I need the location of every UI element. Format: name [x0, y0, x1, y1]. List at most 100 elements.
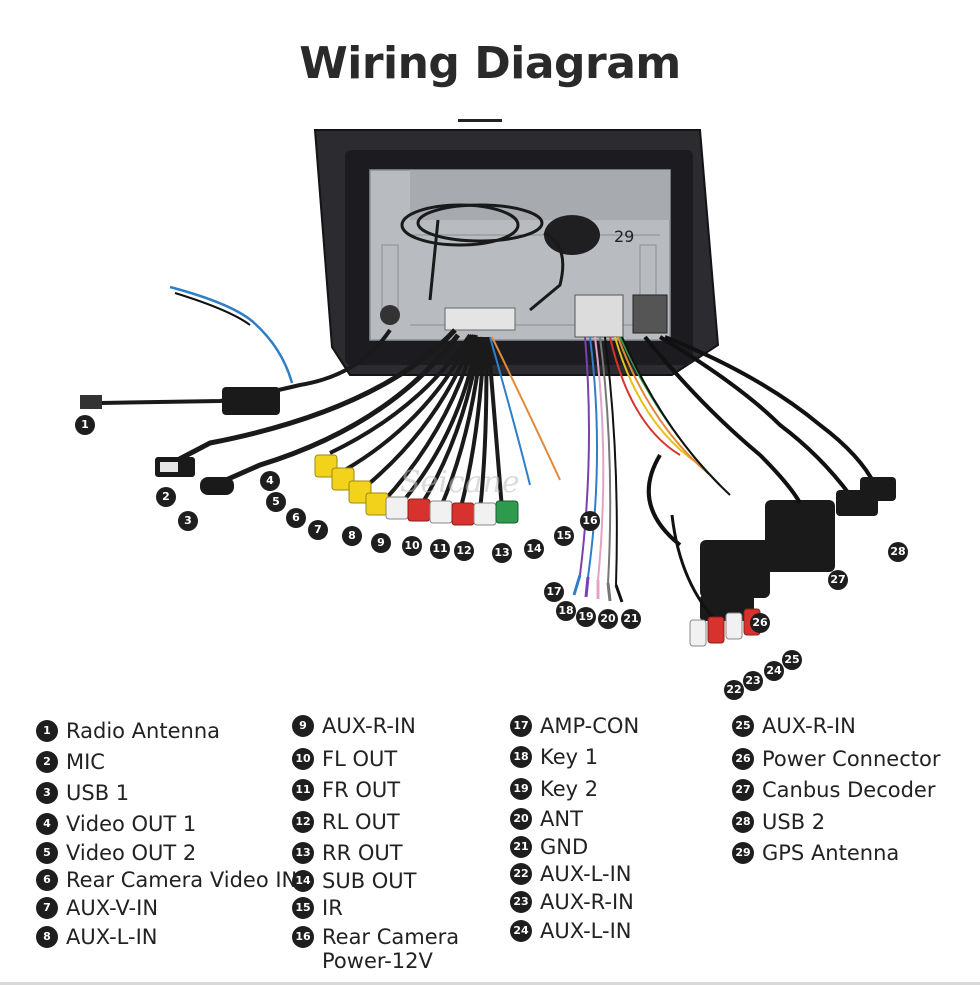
- title-underline: [458, 119, 502, 122]
- legend-label: Power Connector: [762, 747, 941, 771]
- diagram-badge-11: 11: [430, 539, 450, 559]
- legend-label: FL OUT: [322, 747, 398, 771]
- diagram-badge-23: 23: [743, 671, 763, 691]
- legend-label: SUB OUT: [322, 869, 417, 893]
- legend-number: 2: [36, 751, 58, 773]
- legend-number: 15: [292, 897, 314, 919]
- legend-number: 19: [510, 778, 532, 800]
- legend-label: Canbus Decoder: [762, 778, 936, 802]
- diagram-badge-5: 5: [266, 492, 286, 512]
- legend-label: USB 2: [762, 810, 826, 834]
- rca-plugs: [314, 454, 519, 526]
- legend-number: 25: [732, 715, 754, 737]
- gps-antenna-marker: 29: [614, 227, 635, 246]
- diagram-badge-9: 9: [371, 533, 391, 553]
- legend-number: 3: [36, 782, 58, 804]
- legend-number: 17: [510, 715, 532, 737]
- diagram-badge-16: 16: [580, 511, 600, 531]
- legend-number: 11: [292, 779, 314, 801]
- legend-number: 10: [292, 748, 314, 770]
- multi-pin-connector: [444, 307, 516, 331]
- diagram-badge-15: 15: [554, 526, 574, 546]
- legend-item: 16 Rear Camera Power-12V: [292, 925, 459, 973]
- legend-label: Key 2: [540, 777, 599, 801]
- power-connector: [700, 540, 770, 598]
- legend-item: 10 FL OUT: [292, 747, 397, 771]
- legend-number: 4: [36, 813, 58, 835]
- diagram-badge-13: 13: [492, 543, 512, 563]
- legend-item: 17 AMP-CON: [510, 714, 639, 738]
- legend-label: Video OUT 1: [66, 812, 197, 836]
- legend-number: 5: [36, 842, 58, 864]
- legend-number: 24: [510, 920, 532, 942]
- legend-number: 16: [292, 926, 314, 948]
- legend-number: 1: [36, 720, 58, 742]
- legend-item: 24 AUX-L-IN: [510, 919, 631, 943]
- legend-item: 21 GND: [510, 835, 588, 859]
- main-harness-socket: [574, 294, 624, 338]
- bottom-divider: [0, 982, 980, 985]
- diagram-badge-28: 28: [888, 542, 908, 562]
- legend-number: 27: [732, 779, 754, 801]
- diagram-badge-7: 7: [308, 520, 328, 540]
- legend-label: IR: [322, 896, 343, 920]
- diagram-badge-14: 14: [524, 539, 544, 559]
- diagram-badge-20: 20: [598, 609, 618, 629]
- radio-antenna-jack: [380, 305, 400, 325]
- diagram-badge-3: 3: [178, 511, 198, 531]
- legend-label: Rear Camera Video IN: [66, 868, 298, 892]
- diagram-badge-19: 19: [576, 607, 596, 627]
- legend-number: 8: [36, 926, 58, 948]
- canbus-socket: [632, 294, 668, 334]
- legend-label: ANT: [540, 807, 583, 831]
- head-unit-illustration: [80, 129, 896, 647]
- legend-number: 18: [510, 746, 532, 768]
- legend-number: 21: [510, 836, 532, 858]
- legend-item: 2 MIC: [36, 750, 105, 774]
- legend-label: Key 1: [540, 745, 599, 769]
- legend-number: 20: [510, 808, 532, 830]
- legend-item: 19 Key 2: [510, 777, 598, 801]
- legend-label: AUX-L-IN: [540, 862, 632, 886]
- legend-label: AMP-CON: [540, 714, 640, 738]
- legend-item: 26 Power Connector: [732, 747, 940, 771]
- diagram-badge-12: 12: [454, 541, 474, 561]
- page-title: Wiring Diagram: [299, 38, 681, 89]
- legend-number: 7: [36, 897, 58, 919]
- legend-label: MIC: [66, 750, 105, 774]
- legend-item: 15 IR: [292, 896, 343, 920]
- diagram-badge-10: 10: [402, 536, 422, 556]
- legend-label: Video OUT 2: [66, 841, 197, 865]
- legend-label: GND: [540, 835, 589, 859]
- legend-label: GPS Antenna: [762, 841, 900, 865]
- legend-item: 4 Video OUT 1: [36, 812, 196, 836]
- legend-number: 9: [292, 715, 314, 737]
- legend-number: 26: [732, 748, 754, 770]
- legend-label: Rear Camera Power-12V: [322, 925, 460, 973]
- legend-label: RR OUT: [322, 841, 403, 865]
- legend-number: 12: [292, 811, 314, 833]
- legend-item: 27 Canbus Decoder: [732, 778, 935, 802]
- diagram-badge-25: 25: [782, 650, 802, 670]
- watermark: Seicane: [400, 465, 520, 500]
- diagram-badge-24: 24: [764, 661, 784, 681]
- diagram-badge-8: 8: [342, 526, 362, 546]
- wiring-diagram: 1 2 3 4 5 6 7 8 9 10 11 12 13 14 15 16 1…: [60, 125, 940, 710]
- legend-item: 20 ANT: [510, 807, 583, 831]
- diagram-badge-6: 6: [286, 508, 306, 528]
- legend-label: AUX-L-IN: [540, 919, 632, 943]
- gps-antenna: [544, 215, 600, 255]
- legend-number: 6: [36, 869, 58, 891]
